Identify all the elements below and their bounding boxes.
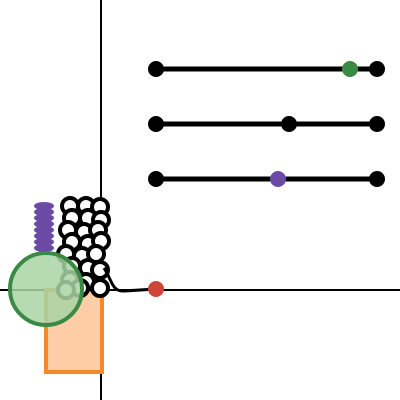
slider-marker-purple[interactable] (270, 171, 286, 187)
coil-loop (34, 202, 54, 210)
slider-marker-green[interactable] (342, 61, 358, 77)
coil-loop (34, 226, 54, 234)
coil-loop (34, 220, 54, 228)
slider-track-3[interactable] (148, 171, 385, 187)
slider-start-handle[interactable] (148, 61, 164, 77)
slider-start-handle[interactable] (148, 171, 164, 187)
slider-track-1[interactable] (148, 61, 385, 77)
slider-track-2[interactable] (148, 116, 385, 132)
coil-loop (34, 232, 54, 240)
connector-line (102, 267, 157, 293)
coil-loop (34, 214, 54, 222)
coil-loop (34, 208, 54, 216)
cluster-ring (90, 278, 110, 298)
purple-coil-icon (34, 202, 54, 252)
slider-end-handle[interactable] (369, 116, 385, 132)
coil-loop (34, 238, 54, 246)
slider-end-handle[interactable] (369, 61, 385, 77)
green-circle-icon (8, 251, 84, 327)
coil-loop (34, 244, 54, 252)
slider-start-handle[interactable] (148, 116, 164, 132)
slider-end-handle[interactable] (369, 171, 385, 187)
slider-marker-black[interactable] (281, 116, 297, 132)
red-dot-icon (148, 281, 164, 297)
